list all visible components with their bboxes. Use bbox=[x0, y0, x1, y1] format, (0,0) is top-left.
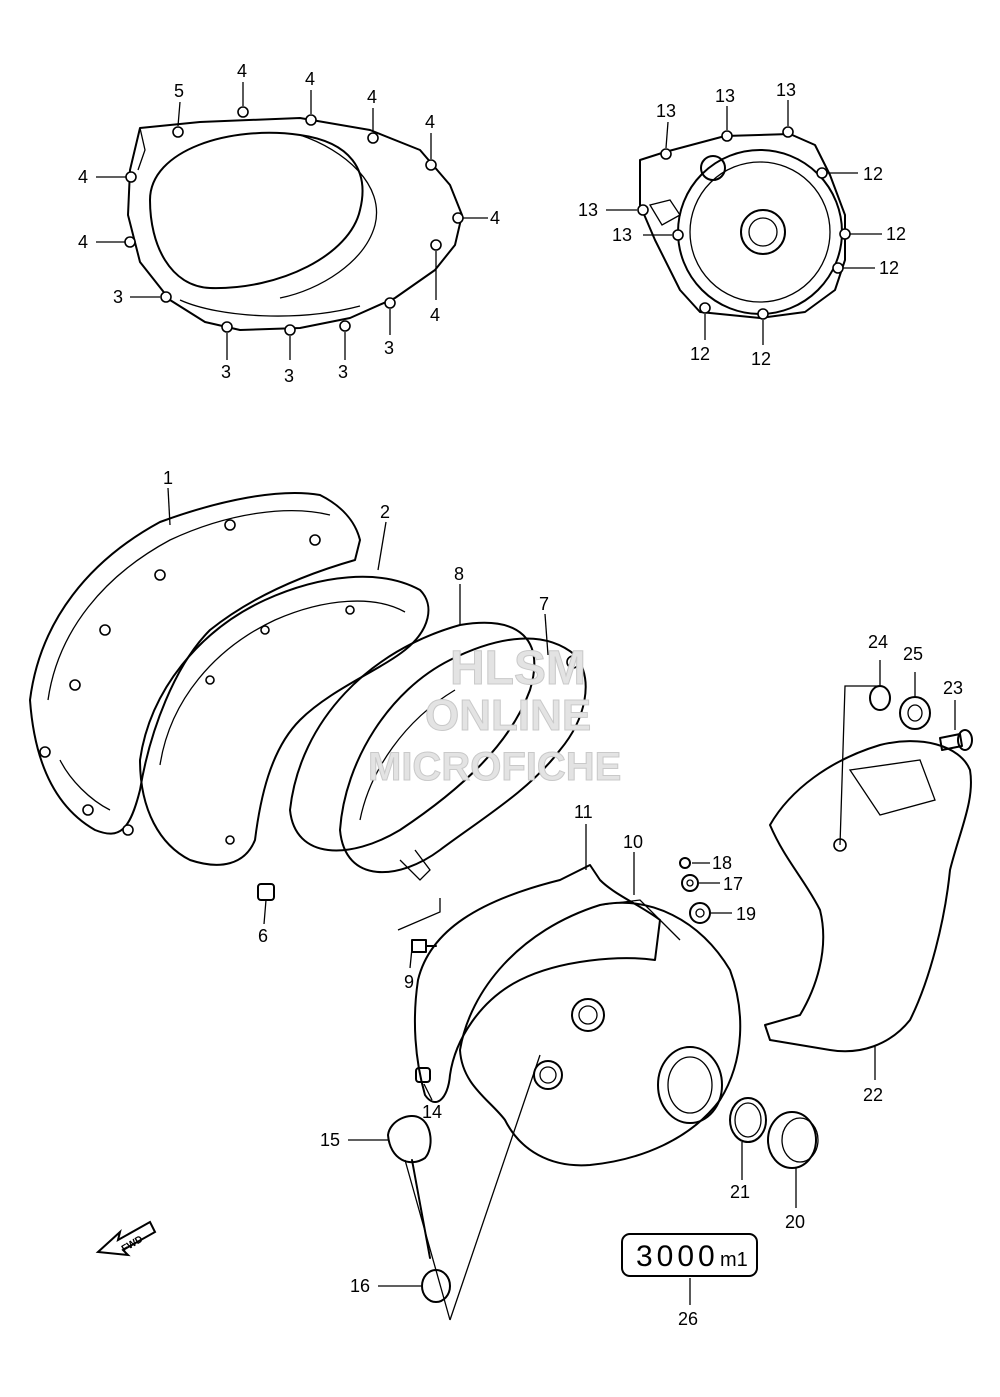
callout-4: 4 bbox=[367, 87, 377, 107]
callout-18: 18 bbox=[712, 853, 732, 873]
callout-26: 26 bbox=[678, 1309, 698, 1329]
callout-8: 8 bbox=[454, 564, 464, 584]
svg-text:HLSM: HLSM bbox=[450, 642, 586, 695]
watermark: HLSM ONLINE MICROFICHE bbox=[368, 642, 622, 790]
callout-16: 16 bbox=[350, 1276, 370, 1296]
callout-4: 4 bbox=[237, 61, 247, 81]
part-18-plug bbox=[679, 857, 691, 869]
callout-3: 3 bbox=[221, 362, 231, 382]
callout-5: 5 bbox=[174, 81, 184, 101]
callout-4: 4 bbox=[78, 232, 88, 252]
mileage-tag-unit: m1 bbox=[720, 1249, 748, 1271]
callout-10: 10 bbox=[623, 832, 643, 852]
callout-13: 13 bbox=[776, 80, 796, 100]
part-7-plate bbox=[339, 637, 587, 881]
callout-24: 24 bbox=[868, 632, 888, 652]
part-22-cover bbox=[764, 740, 972, 1053]
callout-14: 14 bbox=[422, 1102, 442, 1122]
callout-13: 13 bbox=[656, 101, 676, 121]
svg-text:ONLINE: ONLINE bbox=[425, 691, 591, 740]
callout-25: 25 bbox=[903, 644, 923, 664]
callout-13: 13 bbox=[578, 200, 598, 220]
callout-13: 13 bbox=[612, 225, 632, 245]
part-1-clutch-cover bbox=[29, 492, 361, 836]
outer-clutch-cover bbox=[124, 106, 464, 336]
part-20-plug bbox=[767, 1111, 819, 1169]
part-23-bolt bbox=[939, 729, 973, 751]
callout-4: 4 bbox=[490, 208, 500, 228]
callout-4: 4 bbox=[305, 69, 315, 89]
part-14-dowel bbox=[415, 1067, 431, 1083]
callout-2: 2 bbox=[380, 502, 390, 522]
callout-4: 4 bbox=[425, 112, 435, 132]
part-26-mileage-tag: 3000 m1 bbox=[621, 1233, 758, 1277]
magneto-cover bbox=[637, 126, 851, 320]
fwd-arrow-icon: FWD bbox=[95, 1220, 157, 1257]
part-2-gasket bbox=[139, 575, 430, 866]
callout-11: 11 bbox=[574, 802, 593, 822]
callout-3: 3 bbox=[284, 366, 294, 386]
callout-4: 4 bbox=[78, 167, 88, 187]
callout-labels: 5 4 4 4 4 4 4 4 4 3 3 3 3 3 13 13 13 13 … bbox=[78, 61, 963, 1329]
part-6-dowel bbox=[257, 883, 275, 901]
svg-text:MICROFICHE: MICROFICHE bbox=[368, 745, 621, 789]
callout-7: 7 bbox=[539, 594, 549, 614]
callout-23: 23 bbox=[943, 678, 963, 698]
part-19-washer bbox=[689, 902, 711, 924]
callout-22: 22 bbox=[863, 1085, 883, 1105]
part-9-bolt bbox=[411, 939, 437, 953]
callout-3: 3 bbox=[113, 287, 123, 307]
callout-9: 9 bbox=[404, 972, 414, 992]
callout-3: 3 bbox=[384, 338, 394, 358]
part-15-oil-filler-cap bbox=[387, 1115, 432, 1259]
callout-12: 12 bbox=[886, 224, 906, 244]
callout-15: 15 bbox=[320, 1130, 340, 1150]
callout-17: 17 bbox=[723, 874, 743, 894]
part-17-washer bbox=[681, 874, 699, 892]
callout-12: 12 bbox=[751, 349, 771, 369]
part-8-gasket bbox=[289, 621, 536, 852]
callout-12: 12 bbox=[863, 164, 883, 184]
mileage-tag-number: 3000 bbox=[636, 1240, 719, 1273]
callout-12: 12 bbox=[690, 344, 710, 364]
part-24-collar bbox=[869, 685, 891, 711]
part-25-grommet bbox=[899, 696, 931, 730]
part-16-o-ring bbox=[421, 1269, 451, 1303]
leader-lines bbox=[96, 82, 956, 1321]
part-11-gasket bbox=[413, 864, 661, 1103]
callout-1: 1 bbox=[163, 468, 173, 488]
part-21-o-ring bbox=[729, 1097, 767, 1143]
callout-19: 19 bbox=[736, 904, 756, 924]
callout-13: 13 bbox=[715, 86, 735, 106]
callout-6: 6 bbox=[258, 926, 268, 946]
part-10-clutch-cover bbox=[459, 899, 742, 1167]
callout-20: 20 bbox=[785, 1212, 805, 1232]
callout-12: 12 bbox=[879, 258, 899, 278]
callout-21: 21 bbox=[730, 1182, 750, 1202]
callout-4: 4 bbox=[430, 305, 440, 325]
callout-3: 3 bbox=[338, 362, 348, 382]
